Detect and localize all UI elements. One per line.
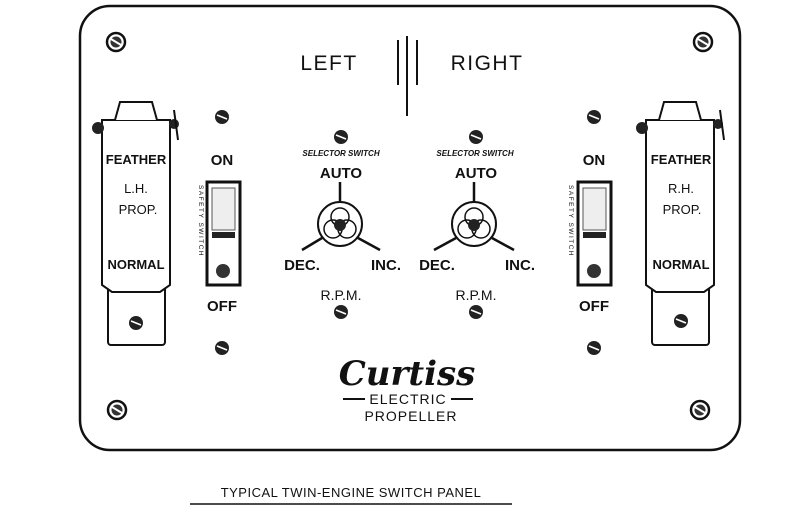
logo-line1: ELECTRIC	[369, 391, 446, 407]
selector-title: SELECTOR SWITCH	[436, 149, 513, 158]
prop-label: L.H.	[124, 181, 148, 196]
normal-label: NORMAL	[107, 257, 164, 272]
left-label: LEFT	[300, 52, 357, 75]
inc-label: INC.	[371, 257, 401, 274]
left-selector-switch[interactable]: SELECTOR SWITCH AUTO DEC. INC. R.P.M.	[284, 129, 401, 320]
feather-label: FEATHER	[651, 152, 712, 167]
on-label: ON	[583, 152, 606, 169]
dec-label: DEC.	[419, 257, 455, 274]
safety-switch-label: SAFETY SWITCH	[567, 185, 574, 257]
rpm-label: R.P.M.	[456, 287, 497, 303]
prop-label: PROP.	[119, 202, 158, 217]
inc-label: INC.	[505, 257, 535, 274]
logo-line2: PROPELLER	[364, 408, 457, 424]
dec-label: DEC.	[284, 257, 320, 274]
prop-label: PROP.	[663, 202, 702, 217]
figure-caption: TYPICAL TWIN-ENGINE SWITCH PANEL	[221, 485, 482, 500]
left-feather-switch[interactable]: FEATHER L.H. PROP. NORMAL	[92, 101, 179, 346]
right-safety-switch[interactable]: ON OFF SAFETY SWITCH	[567, 109, 613, 356]
rpm-label: R.P.M.	[321, 287, 362, 303]
right-selector-switch[interactable]: SELECTOR SWITCH AUTO DEC. INC. R.P.M.	[419, 129, 535, 320]
safety-switch-label: SAFETY SWITCH	[197, 185, 204, 257]
feather-label: FEATHER	[106, 152, 167, 167]
left-safety-switch[interactable]: ON OFF SAFETY SWITCH	[197, 109, 242, 356]
off-label: OFF	[579, 298, 609, 315]
corner-screw-icon	[692, 31, 714, 53]
normal-label: NORMAL	[652, 257, 709, 272]
panel-plate	[78, 4, 742, 452]
selector-title: SELECTOR SWITCH	[302, 149, 379, 158]
corner-screw-icon	[106, 399, 128, 421]
prop-label: R.H.	[668, 181, 694, 196]
corner-screw-icon	[105, 31, 127, 53]
curtiss-logo: Curtiss ELECTRIC PROPELLER	[339, 354, 476, 424]
auto-label: AUTO	[455, 165, 498, 182]
off-label: OFF	[207, 298, 237, 315]
divider-lines	[397, 36, 418, 116]
right-feather-switch[interactable]: FEATHER R.H. PROP. NORMAL	[636, 101, 725, 346]
auto-label: AUTO	[320, 165, 363, 182]
brand-wordmark: Curtiss	[339, 354, 476, 394]
on-label: ON	[211, 152, 234, 169]
right-label: RIGHT	[451, 52, 524, 75]
corner-screw-icon	[689, 399, 711, 421]
